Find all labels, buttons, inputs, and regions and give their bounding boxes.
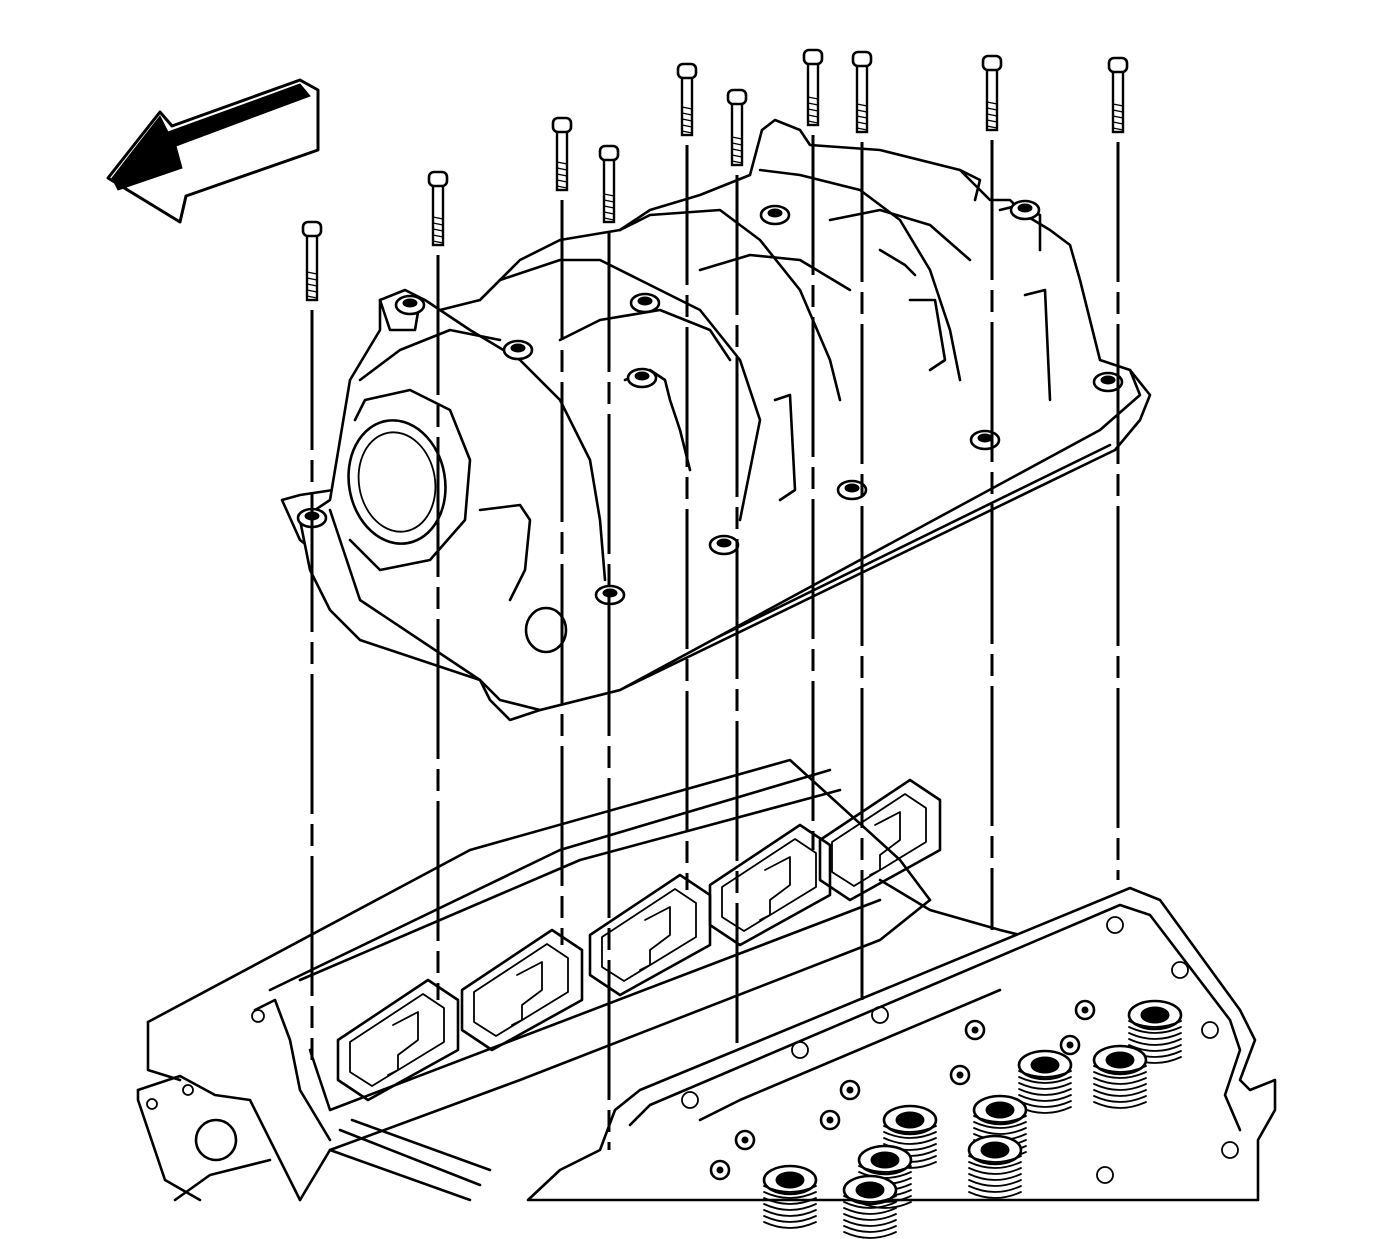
head-bolt-hole <box>1106 916 1124 934</box>
engine-block-icon <box>136 758 1042 1202</box>
bolt-icon <box>851 50 873 134</box>
direction-arrow-icon <box>106 78 320 224</box>
intake-port <box>336 978 460 1102</box>
head-bolt-hole <box>871 1006 889 1024</box>
head-bolt-hole-group <box>681 916 1239 1184</box>
bolt-boss <box>759 204 791 226</box>
bolt-icon <box>802 48 824 127</box>
cylinder-head-icon <box>526 886 1277 1239</box>
valve-spring <box>1092 1044 1148 1109</box>
valve-spring-group <box>762 999 1183 1239</box>
rocker-stud <box>819 1109 841 1131</box>
intake-port-group <box>336 778 942 1102</box>
alignment-leader-group <box>310 135 1120 1150</box>
valve-spring <box>967 1134 1023 1199</box>
intake-port <box>588 873 712 997</box>
bolt-icon <box>427 170 449 247</box>
intake-port <box>708 823 832 947</box>
intake-manifold-icon <box>296 118 1142 712</box>
bolt-boss <box>394 294 426 316</box>
head-bolt-hole <box>1096 1166 1114 1184</box>
valve-spring <box>762 1164 818 1229</box>
bolt-boss <box>629 292 661 314</box>
bolt-boss <box>708 534 740 556</box>
bolt-boss <box>969 429 1001 451</box>
bolt-group <box>301 48 1129 302</box>
rocker-stud <box>709 1159 731 1181</box>
bolt-boss <box>502 339 534 361</box>
rocker-stud <box>964 1019 986 1041</box>
bolt-icon <box>726 88 748 167</box>
intake-port <box>818 778 942 902</box>
bolt-icon <box>981 54 1003 132</box>
head-bolt-hole <box>1201 1021 1219 1039</box>
bolt-icon <box>598 144 620 224</box>
rocker-stud <box>734 1129 756 1151</box>
bolt-boss <box>626 367 658 389</box>
rocker-stud <box>949 1064 971 1086</box>
bolt-icon <box>676 62 698 137</box>
head-bolt-hole <box>1171 961 1189 979</box>
valve-spring <box>842 1174 898 1239</box>
bolt-boss <box>594 584 626 606</box>
rocker-stud-group <box>709 999 1096 1181</box>
valve-spring <box>1127 999 1183 1064</box>
intake-port <box>460 928 584 1052</box>
rocker-stud <box>1074 999 1096 1021</box>
bolt-icon <box>301 220 323 302</box>
head-bolt-hole <box>681 1091 699 1109</box>
bolt-boss <box>1009 199 1041 221</box>
head-bolt-hole <box>1221 1141 1239 1159</box>
rocker-stud <box>839 1079 861 1101</box>
rocker-stud <box>1059 1034 1081 1056</box>
bolt-boss <box>1092 371 1124 393</box>
bolt-boss <box>836 479 868 501</box>
head-bolt-hole <box>791 1041 809 1059</box>
valve-spring <box>972 1094 1028 1159</box>
bolt-icon <box>1107 56 1129 134</box>
valve-spring <box>882 1104 938 1169</box>
bolt-icon <box>551 116 573 192</box>
